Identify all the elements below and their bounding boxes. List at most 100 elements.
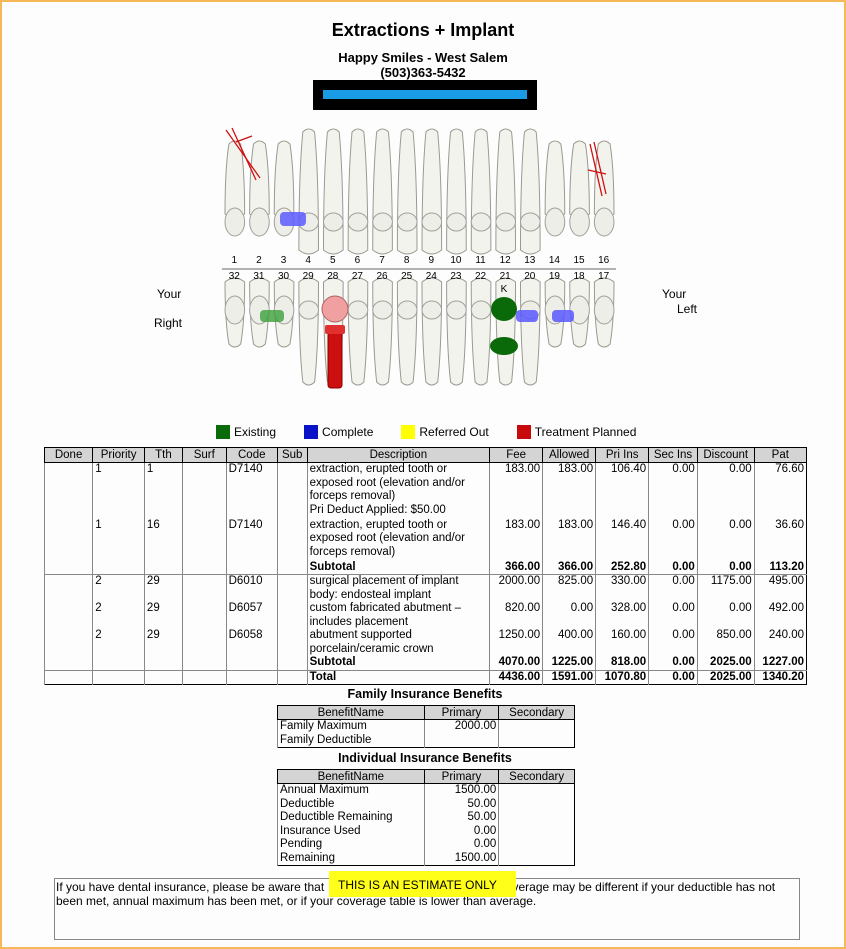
cell-empty (143, 656, 183, 670)
tooth-number-13: 13 (524, 255, 536, 266)
column-header[interactable]: Done (43, 447, 94, 463)
your-left-label-2: Left (677, 302, 698, 316)
cell-tth: 16 (143, 518, 183, 561)
cell-empty (276, 656, 308, 670)
benefit-secondary (498, 824, 575, 838)
tooth-number-8: 8 (404, 255, 410, 266)
column-header[interactable]: Code (225, 447, 278, 463)
cell-fee: 820.00 (489, 602, 543, 629)
tooth-number-12: 12 (500, 255, 512, 266)
cell-fee: 1250.00 (489, 629, 543, 656)
tooth-upper-13[interactable] (519, 128, 541, 255)
tooth-number-18: 18 (574, 271, 586, 282)
your-right-label-1: Your (157, 287, 182, 301)
benefit-name: Deductible (277, 797, 425, 811)
tooth-lower-20[interactable] (519, 277, 541, 386)
cell-priority: 2 (92, 574, 145, 602)
benefit-primary: 50.00 (423, 797, 499, 811)
tooth-lower-26[interactable] (372, 277, 393, 386)
cell-empty (181, 669, 227, 685)
cell-allowed: 366.00 (542, 560, 596, 575)
legend-label: Complete (322, 425, 374, 439)
cell-discount: 850.00 (696, 629, 755, 656)
benefit-name: Remaining (277, 851, 425, 866)
tooth-upper-8[interactable] (396, 128, 418, 255)
deduct-note: Pri Deduct Applied: $50.00 (309, 503, 446, 516)
cell-empty (276, 669, 308, 685)
cell-desc: Subtotal (306, 560, 490, 575)
tooth-lower-22[interactable] (470, 277, 492, 386)
column-header[interactable]: Surf (181, 447, 227, 463)
tooth-number-26: 26 (377, 271, 389, 282)
tooth-lower-25[interactable] (396, 277, 418, 386)
tooth-upper-12[interactable] (495, 128, 517, 255)
your-right-label-2: Right (154, 316, 183, 330)
tooth-lower-24[interactable] (421, 277, 443, 386)
page-title: Extractions + Implant (331, 20, 515, 40)
tooth-upper-16[interactable] (593, 140, 615, 219)
occlusal-lower-26 (372, 300, 393, 320)
column-header[interactable]: Priority (92, 447, 145, 463)
cell-surf (181, 518, 227, 561)
redaction-bar (323, 90, 527, 99)
disclaimer-text-end: coverage may be different if your deduct… (56, 880, 776, 908)
cell-priority: 2 (92, 602, 145, 629)
tooth-upper-15[interactable] (569, 140, 590, 219)
cell-discount: 0.00 (696, 462, 755, 519)
column-header[interactable]: Sub (276, 447, 308, 463)
cell-empty (43, 669, 93, 685)
tooth-upper-7[interactable] (372, 128, 393, 255)
legend-item: Referred Out (401, 425, 489, 439)
cell-priority: 1 (92, 462, 145, 519)
benefit-column-header: Secondary (498, 705, 575, 720)
column-header[interactable]: Allowed (542, 447, 597, 463)
cell-sub (276, 518, 308, 561)
cell-pat: 240.00 (753, 629, 807, 656)
occlusal-upper-16 (593, 207, 615, 237)
column-header[interactable]: Tth (143, 447, 183, 463)
legend-item: Complete (304, 425, 373, 439)
cell-priority: 2 (92, 629, 145, 656)
tooth-lower-27[interactable] (347, 277, 369, 386)
tooth-upper-6[interactable] (347, 128, 369, 255)
cell-pri: 106.40 (595, 462, 649, 519)
column-header[interactable]: Pat (753, 447, 808, 463)
tooth-upper-4[interactable] (298, 128, 320, 255)
column-header[interactable]: Description (306, 447, 491, 463)
column-header[interactable]: Sec Ins (648, 447, 698, 463)
column-header[interactable]: Fee (489, 447, 544, 463)
tooth-upper-5[interactable] (322, 128, 344, 255)
tooth-upper-10[interactable] (446, 128, 467, 255)
cell-fee: 366.00 (489, 560, 543, 575)
benefit-column-header: BenefitName (277, 705, 425, 720)
column-header[interactable]: Discount (696, 447, 755, 463)
occlusal-upper-15 (569, 207, 590, 237)
tooth-upper-9[interactable] (421, 128, 443, 255)
tooth-upper-2[interactable] (249, 140, 270, 219)
cell-fee: 183.00 (489, 462, 543, 519)
cell-sub (276, 629, 308, 656)
tooth-number-24: 24 (426, 271, 438, 282)
tooth-upper-14[interactable] (544, 140, 566, 219)
cell-empty (225, 560, 278, 575)
tooth-number-25: 25 (401, 271, 413, 282)
cell-allowed: 1225.00 (542, 656, 596, 670)
occlusal-lower-27 (347, 300, 369, 320)
cell-done (43, 602, 93, 629)
tooth-upper-11[interactable] (470, 128, 492, 255)
benefit-name: Family Maximum (277, 719, 425, 734)
column-header[interactable]: Pri Ins (595, 447, 650, 463)
tooth-lower-29[interactable] (298, 277, 320, 386)
cell-sub (276, 574, 308, 602)
tooth-lower-23[interactable] (446, 277, 467, 386)
cell-discount: 1175.00 (696, 574, 755, 602)
benefit-primary: 1500.00 (423, 783, 499, 798)
tooth-upper-3[interactable] (273, 140, 295, 219)
occlusal-lower-17 (593, 295, 615, 325)
